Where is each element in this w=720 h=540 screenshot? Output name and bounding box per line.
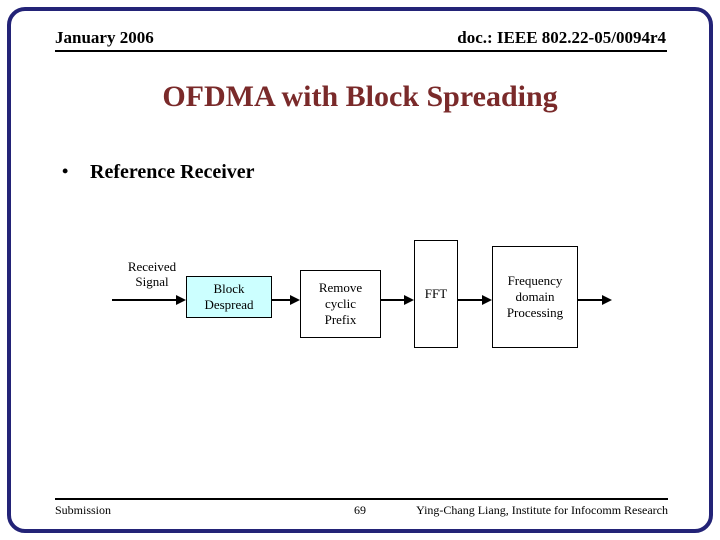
arrow-fft-to-freq	[458, 295, 492, 305]
block-despread-label: Block Despread	[204, 281, 254, 312]
frequency-domain-processing-box: Frequency domain Processing	[492, 246, 578, 348]
arrow-input-to-despread	[112, 295, 186, 305]
header-doc-number: doc.: IEEE 802.22-05/0094r4	[457, 28, 666, 47]
remove-cyclic-prefix-box: Remove cyclic Prefix	[300, 270, 381, 338]
fft-box: FFT	[414, 240, 458, 348]
fft-label: FFT	[424, 286, 448, 301]
footer-divider-line	[55, 498, 668, 500]
frequency-domain-processing-label: Frequency domain Processing	[506, 273, 564, 320]
bullet-item: • Reference Receiver	[62, 161, 255, 184]
footer-page-number: 69	[354, 503, 366, 517]
input-signal-label: Received Signal	[127, 259, 177, 289]
header-date: January 2006	[55, 28, 154, 47]
slide-title: OFDMA with Block Spreading	[162, 80, 558, 113]
arrow-output	[578, 295, 612, 305]
header-divider-line	[55, 50, 667, 52]
footer-author: Ying-Chang Liang, Institute for Infocomm…	[416, 503, 668, 517]
remove-cyclic-prefix-label: Remove cyclic Prefix	[318, 280, 363, 327]
arrow-despread-to-prefix	[272, 295, 300, 305]
arrow-prefix-to-fft	[381, 295, 414, 305]
block-despread-box: Block Despread	[186, 276, 272, 318]
bullet-label: Reference Receiver	[90, 161, 255, 183]
bullet-marker: •	[62, 161, 69, 181]
footer-submission: Submission	[55, 503, 112, 517]
